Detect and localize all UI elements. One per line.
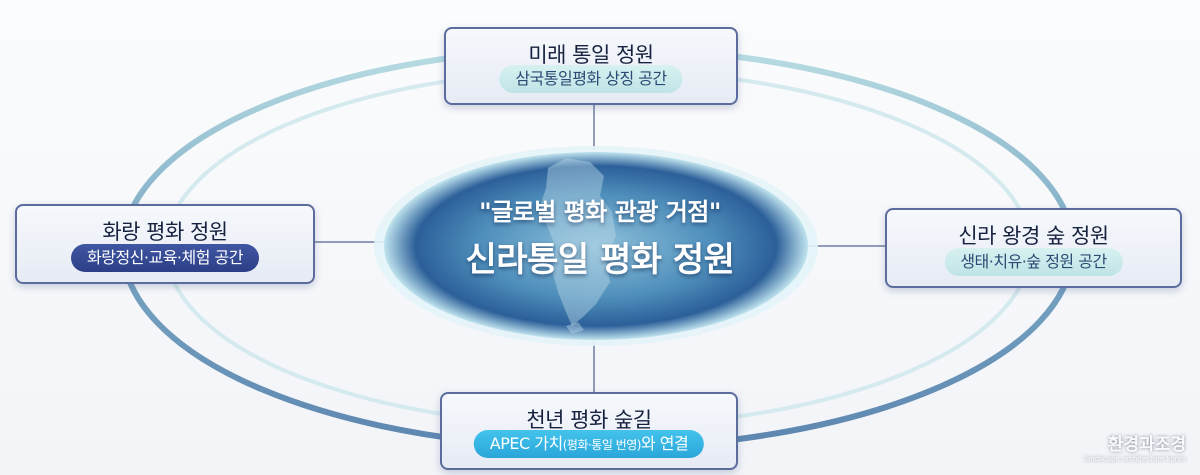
node-tag-paren: (평화·통일 번영) bbox=[562, 438, 642, 452]
korea-map-icon bbox=[540, 158, 616, 326]
node-tag-prefix: APEC 가치 bbox=[489, 434, 563, 453]
jeju-island-icon bbox=[566, 322, 584, 334]
node-title: 미래 통일 정원 bbox=[528, 43, 654, 67]
node-tag-suffix: 와 연결 bbox=[640, 434, 689, 453]
node-tag: 화랑정신·교육·체험 공간 bbox=[71, 244, 259, 272]
node-future-unification-garden: 미래 통일 정원 삼국통일평화 상징 공간 bbox=[444, 27, 738, 105]
watermark-main: 환경과조경 bbox=[1107, 435, 1186, 455]
node-hwarang-peace-garden: 화랑 평화 정원 화랑정신·교육·체험 공간 bbox=[15, 204, 315, 284]
node-title: 신라 왕경 숲 정원 bbox=[958, 224, 1109, 248]
center-subtitle: "글로벌 평화 관광 거점" bbox=[479, 198, 721, 226]
node-tag: 삼국통일평화 상징 공간 bbox=[499, 65, 683, 93]
node-millennium-peace-forest-path: 천년 평화 숲길 APEC 가치(평화·통일 번영)와 연결 bbox=[440, 392, 738, 470]
node-silla-capital-forest-garden: 신라 왕경 숲 정원 생태·치유·숲 정원 공간 bbox=[885, 208, 1182, 288]
watermark-sub: landscape architecture korea bbox=[1084, 455, 1186, 463]
watermark: 환경과조경 landscape architecture korea bbox=[1084, 430, 1186, 463]
center-ellipse bbox=[384, 152, 808, 340]
node-tag: 생태·치유·숲 정원 공간 bbox=[944, 248, 1123, 276]
node-title: 천년 평화 숲길 bbox=[526, 408, 652, 432]
node-tag: APEC 가치(평화·통일 번영)와 연결 bbox=[473, 430, 705, 458]
center-title: 신라통일 평화 정원 bbox=[465, 240, 735, 280]
node-title: 화랑 평화 정원 bbox=[102, 220, 228, 244]
